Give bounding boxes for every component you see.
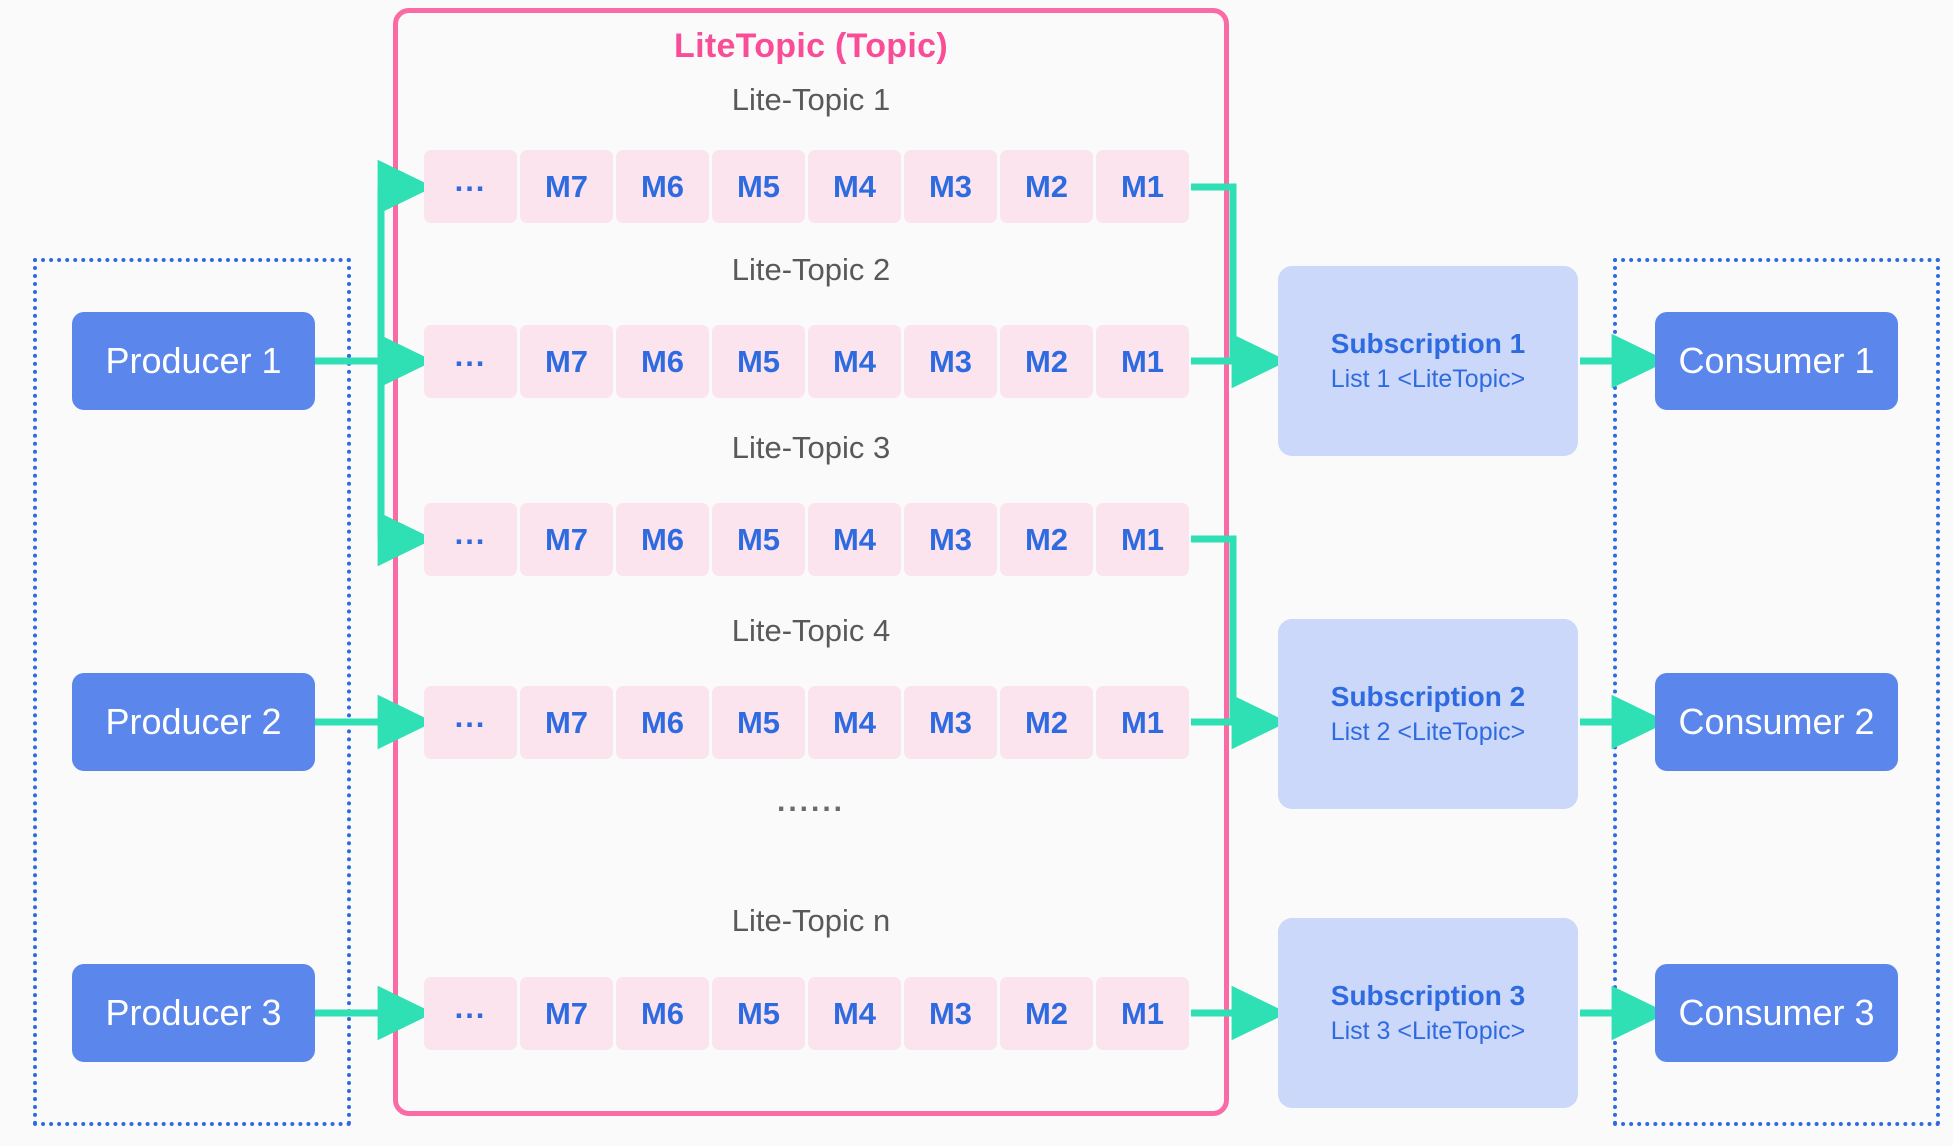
message-cell[interactable]: M2 <box>1000 325 1093 398</box>
message-cell[interactable]: ... <box>424 150 517 223</box>
message-cell[interactable]: ... <box>424 503 517 576</box>
message-cell[interactable]: M4 <box>808 977 901 1050</box>
message-cell[interactable]: M2 <box>1000 977 1093 1050</box>
message-cell[interactable]: M6 <box>616 503 709 576</box>
lite-topic-3-messages: ... M7 M6 M5 M4 M3 M2 M1 <box>424 503 1189 576</box>
subscription-3-title: Subscription 3 <box>1330 980 1526 1012</box>
subscription-3-box[interactable]: Subscription 3 List 3 <LiteTopic> <box>1278 918 1578 1108</box>
message-cell[interactable]: M2 <box>1000 686 1093 759</box>
message-cell[interactable]: M1 <box>1096 503 1189 576</box>
message-cell[interactable]: M5 <box>712 325 805 398</box>
message-cell[interactable]: M7 <box>520 150 613 223</box>
message-cell[interactable]: M6 <box>616 325 709 398</box>
lite-topic-4-messages: ... M7 M6 M5 M4 M3 M2 M1 <box>424 686 1189 759</box>
subscription-2-box[interactable]: Subscription 2 List 2 <LiteTopic> <box>1278 619 1578 809</box>
message-cell[interactable]: M6 <box>616 686 709 759</box>
message-cell[interactable]: M3 <box>904 503 997 576</box>
consumer-2-box[interactable]: Consumer 2 <box>1655 673 1898 771</box>
lite-topic-1-label: Lite-Topic 1 <box>731 82 891 117</box>
lite-topic-overflow-ellipsis: ...... <box>776 785 845 818</box>
lite-topic-4-label: Lite-Topic 4 <box>731 613 891 648</box>
message-cell[interactable]: M1 <box>1096 325 1189 398</box>
message-cell[interactable]: M2 <box>1000 503 1093 576</box>
message-cell[interactable]: M1 <box>1096 686 1189 759</box>
message-cell[interactable]: M6 <box>616 977 709 1050</box>
message-cell[interactable]: ... <box>424 686 517 759</box>
message-cell[interactable]: M3 <box>904 325 997 398</box>
message-cell[interactable]: M4 <box>808 686 901 759</box>
message-cell[interactable]: M3 <box>904 977 997 1050</box>
message-cell[interactable]: M7 <box>520 977 613 1050</box>
lite-topic-3-label: Lite-Topic 3 <box>731 430 891 465</box>
lite-topic-1-messages: ... M7 M6 M5 M4 M3 M2 M1 <box>424 150 1189 223</box>
message-cell[interactable]: M1 <box>1096 150 1189 223</box>
message-cell[interactable]: M2 <box>1000 150 1093 223</box>
message-cell[interactable]: ... <box>424 325 517 398</box>
message-cell[interactable]: M1 <box>1096 977 1189 1050</box>
producer-2-box[interactable]: Producer 2 <box>72 673 315 771</box>
message-cell[interactable]: M7 <box>520 686 613 759</box>
message-cell[interactable]: M5 <box>712 686 805 759</box>
litetopic-title: LiteTopic (Topic) <box>674 27 948 65</box>
lite-topic-n-label: Lite-Topic n <box>731 903 891 938</box>
message-cell[interactable]: M5 <box>712 977 805 1050</box>
subscription-1-box[interactable]: Subscription 1 List 1 <LiteTopic> <box>1278 266 1578 456</box>
lite-topic-n-messages: ... M7 M6 M5 M4 M3 M2 M1 <box>424 977 1189 1050</box>
message-cell[interactable]: ... <box>424 977 517 1050</box>
subscription-2-list: List 2 <LiteTopic> <box>1330 718 1526 747</box>
message-cell[interactable]: M4 <box>808 150 901 223</box>
subscription-1-list: List 1 <LiteTopic> <box>1330 365 1526 394</box>
message-cell[interactable]: M4 <box>808 325 901 398</box>
message-cell[interactable]: M7 <box>520 503 613 576</box>
message-cell[interactable]: M4 <box>808 503 901 576</box>
producers-group-frame <box>33 258 351 1126</box>
lite-topic-2-messages: ... M7 M6 M5 M4 M3 M2 M1 <box>424 325 1189 398</box>
message-cell[interactable]: M5 <box>712 150 805 223</box>
subscription-1-title: Subscription 1 <box>1330 328 1526 360</box>
subscription-3-list: List 3 <LiteTopic> <box>1330 1017 1526 1046</box>
message-cell[interactable]: M3 <box>904 686 997 759</box>
producer-1-box[interactable]: Producer 1 <box>72 312 315 410</box>
message-cell[interactable]: M7 <box>520 325 613 398</box>
consumer-1-box[interactable]: Consumer 1 <box>1655 312 1898 410</box>
producer-3-box[interactable]: Producer 3 <box>72 964 315 1062</box>
lite-topic-2-label: Lite-Topic 2 <box>731 252 891 287</box>
message-cell[interactable]: M3 <box>904 150 997 223</box>
message-cell[interactable]: M5 <box>712 503 805 576</box>
subscription-2-title: Subscription 2 <box>1330 681 1526 713</box>
consumer-3-box[interactable]: Consumer 3 <box>1655 964 1898 1062</box>
message-cell[interactable]: M6 <box>616 150 709 223</box>
consumers-group-frame <box>1613 258 1940 1126</box>
